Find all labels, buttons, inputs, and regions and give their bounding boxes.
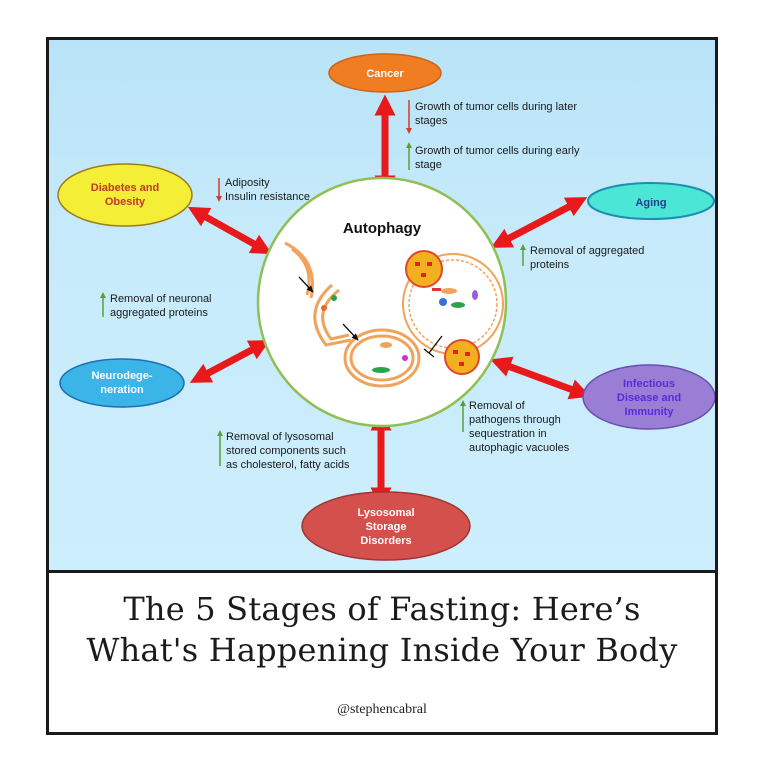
note-infectious-4: autophagic vacuoles [469, 442, 570, 454]
node-aging: Aging [587, 182, 715, 220]
author-handle: @stephencabral [337, 702, 427, 717]
autophagy-diagram: Autophagy [49, 40, 715, 573]
node-diabetes: Diabetes and Obesity [57, 163, 193, 227]
node-aging-label: Aging [635, 197, 666, 209]
node-infectious-label-1: Infectious [623, 378, 675, 390]
node-neuro-label-1: Neurodege- [91, 370, 152, 382]
note-lysosomal-3: as cholesterol, fatty acids [226, 459, 350, 471]
node-cancer-label: Cancer [366, 68, 404, 80]
node-lysosomal: Lysosomal Storage Disorders [301, 491, 471, 561]
node-infectious-label-3: Immunity [625, 406, 675, 418]
note-infectious-1: Removal of [469, 400, 526, 412]
note-neuro-2: aggregated proteins [110, 307, 208, 319]
arrow-infectious [490, 356, 591, 400]
arrow-aging [490, 197, 588, 248]
note-aging: Removal of aggregated proteins [530, 245, 644, 271]
autophagy-title: Autophagy [343, 220, 422, 237]
note-cancer-up-2: stage [415, 159, 442, 171]
note-aging-1: Removal of aggregated [530, 245, 644, 257]
node-lysosomal-label-2: Storage [366, 521, 407, 533]
autophagy-circle [256, 176, 508, 428]
note-neuro: Removal of neuronal aggregated proteins [110, 293, 212, 319]
infographic-frame: Autophagy [46, 37, 718, 735]
arrows [187, 94, 591, 509]
caption-panel: The 5 Stages of Fasting: Here’s What's H… [49, 573, 715, 732]
note-arrows [100, 100, 526, 466]
node-infectious-label-2: Disease and [617, 392, 681, 404]
note-lysosomal-2: stored components such [226, 445, 346, 457]
note-infectious-3: sequestration in [469, 428, 547, 440]
caption-title: The 5 Stages of Fasting: Here’s What's H… [49, 589, 715, 671]
arrow-neuro [189, 340, 271, 383]
note-lysosomal-1: Removal of lysosomal [226, 431, 334, 443]
node-cancer: Cancer [328, 53, 442, 93]
node-neuro: Neurodege- neration [59, 358, 185, 408]
note-cancer-down-2: stages [415, 115, 448, 127]
node-diabetes-label-2: Obesity [105, 196, 146, 208]
note-cancer-up-1: Growth of tumor cells during early [415, 145, 580, 157]
node-neuro-label-2: neration [100, 384, 144, 396]
lysosomes [405, 250, 480, 375]
note-diabetes-1: Adiposity [225, 177, 270, 189]
diagram-svg: Autophagy [57, 53, 715, 561]
node-diabetes-label-1: Diabetes and [91, 182, 159, 194]
node-infectious: Infectious Disease and Immunity [582, 364, 715, 430]
node-lysosomal-label-3: Disorders [360, 535, 411, 547]
caption-title-line-1: The 5 Stages of Fasting: Here’s [123, 590, 641, 628]
note-infectious-2: pathogens through [469, 414, 561, 426]
note-aging-2: proteins [530, 259, 570, 271]
arrow-diabetes [187, 206, 273, 255]
note-neuro-1: Removal of neuronal [110, 293, 212, 305]
note-infectious: Removal of pathogens through sequestrati… [469, 400, 570, 454]
vesicle-cargo [321, 288, 478, 373]
note-lysosomal: Removal of lysosomal stored components s… [226, 431, 350, 471]
note-diabetes-2: Insulin resistance [225, 191, 310, 203]
caption-title-line-2: What's Happening Inside Your Body [86, 631, 678, 669]
note-cancer: Growth of tumor cells during later stage… [415, 101, 580, 171]
note-diabetes: Adiposity Insulin resistance [225, 177, 310, 203]
note-cancer-down-1: Growth of tumor cells during later [415, 101, 577, 113]
node-lysosomal-label-1: Lysosomal [357, 507, 414, 519]
flow-arrows [298, 276, 443, 358]
